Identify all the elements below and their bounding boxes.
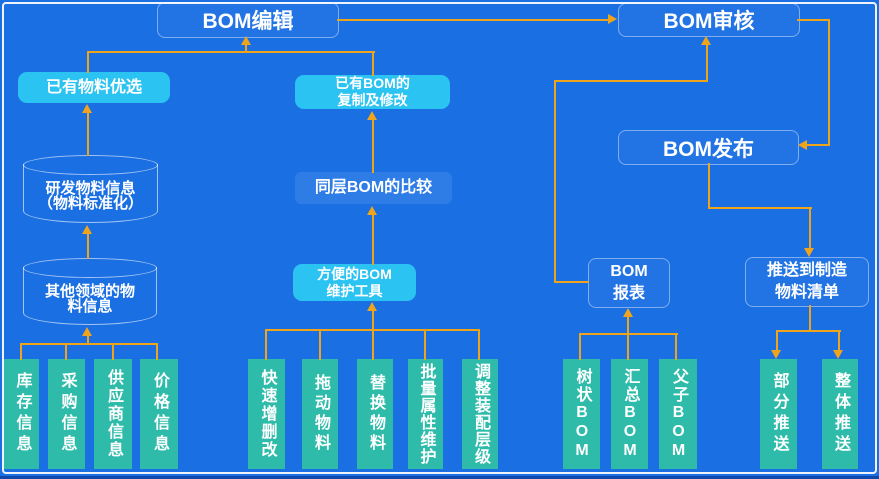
line-segment <box>87 112 89 156</box>
vbox-replace-material: 替换物料 <box>357 359 393 469</box>
arrow-down-icon <box>833 350 843 359</box>
vbox-inventory-info: 库存信息 <box>4 359 39 469</box>
line-segment <box>372 214 374 265</box>
line-segment <box>337 19 609 21</box>
cylinder-other-material-info: 其他领域的物 料信息 <box>23 258 157 325</box>
line-segment <box>372 310 374 360</box>
cylinder-label: 研发物料信息 （物料标准化） <box>37 180 143 212</box>
arrow-up-icon <box>367 206 377 215</box>
line-segment <box>554 80 708 82</box>
arrow-up-icon <box>623 308 633 317</box>
line-segment <box>554 81 556 283</box>
node-bom-copy-modify: 已有BOM的 复制及修改 <box>295 75 450 109</box>
line-segment <box>65 343 67 360</box>
vbox-purchase-info: 采购信息 <box>48 359 85 469</box>
line-segment <box>809 207 811 248</box>
line-segment <box>838 330 840 351</box>
cylinder-label: 其他领域的物 料信息 <box>44 283 135 315</box>
line-segment <box>319 329 321 360</box>
vbox-quick-edit: 快速增删改 <box>248 359 285 469</box>
cylinder-body <box>23 164 158 223</box>
line-segment <box>20 343 158 345</box>
node-same-level-bom-compare: 同层BOM的比较 <box>295 172 452 204</box>
arrow-down-icon <box>804 248 814 257</box>
line-segment <box>708 163 710 209</box>
vbox-partial-push: 部分推送 <box>760 359 797 469</box>
line-segment <box>708 207 812 209</box>
vbox-price-info: 价格信息 <box>140 359 178 469</box>
arrow-left-icon <box>798 140 807 150</box>
line-segment <box>579 333 678 335</box>
line-segment <box>675 333 677 360</box>
arrow-up-icon <box>82 104 92 113</box>
line-segment <box>87 51 375 53</box>
arrow-up-icon <box>241 36 251 45</box>
node-push-to-mfg: 推送到制造 物料清单 <box>745 257 869 307</box>
bottom-edge <box>0 476 879 479</box>
arrow-up-icon <box>367 111 377 120</box>
line-segment <box>265 329 480 331</box>
line-segment <box>156 343 158 360</box>
arrow-up-icon <box>701 36 711 45</box>
vbox-supplier-info: 供应商信息 <box>94 359 132 469</box>
vbox-parent-child-bom: 父子BOM <box>659 359 697 469</box>
line-segment <box>706 44 708 82</box>
vbox-full-push: 整体推送 <box>822 359 858 469</box>
vbox-summary-bom: 汇总BOM <box>611 359 648 469</box>
node-material-preferred: 已有物料优选 <box>18 72 170 103</box>
arrow-right-icon <box>608 14 617 24</box>
node-bom-edit: BOM编辑 <box>157 2 339 38</box>
line-segment <box>87 335 89 345</box>
line-segment <box>809 305 811 332</box>
line-segment <box>372 51 374 76</box>
line-segment <box>265 329 267 360</box>
line-segment <box>627 316 629 360</box>
line-segment <box>478 329 480 360</box>
node-bom-review: BOM审核 <box>618 3 800 37</box>
vbox-adjust-assembly-level: 调整装配层级 <box>462 359 498 469</box>
vbox-drag-material: 拖动物料 <box>302 359 338 469</box>
line-segment <box>579 333 581 360</box>
line-segment <box>424 329 426 360</box>
arrow-up-icon <box>82 225 92 234</box>
line-segment <box>797 19 830 21</box>
line-segment <box>372 119 374 173</box>
line-segment <box>806 144 830 146</box>
line-segment <box>554 281 589 283</box>
line-segment <box>112 343 114 360</box>
arrow-down-icon <box>771 350 781 359</box>
node-bom-report: BOM 报表 <box>588 258 670 308</box>
arrow-up-icon <box>367 302 377 311</box>
arrow-up-icon <box>82 327 92 336</box>
line-segment <box>245 44 247 53</box>
line-segment <box>828 19 830 146</box>
line-segment <box>87 51 89 73</box>
line-segment <box>776 330 841 332</box>
node-bom-maintain-tools: 方便的BOM 维护工具 <box>293 264 416 301</box>
cylinder-body <box>23 267 157 325</box>
vbox-tree-bom: 树状BOM <box>563 359 600 469</box>
node-bom-release: BOM发布 <box>618 130 799 165</box>
cylinder-rd-material-info: 研发物料信息 （物料标准化） <box>23 155 158 223</box>
line-segment <box>776 330 778 351</box>
line-segment <box>87 233 89 259</box>
line-segment <box>20 343 22 360</box>
vbox-batch-attr-maintain: 批量属性维护 <box>408 359 443 469</box>
